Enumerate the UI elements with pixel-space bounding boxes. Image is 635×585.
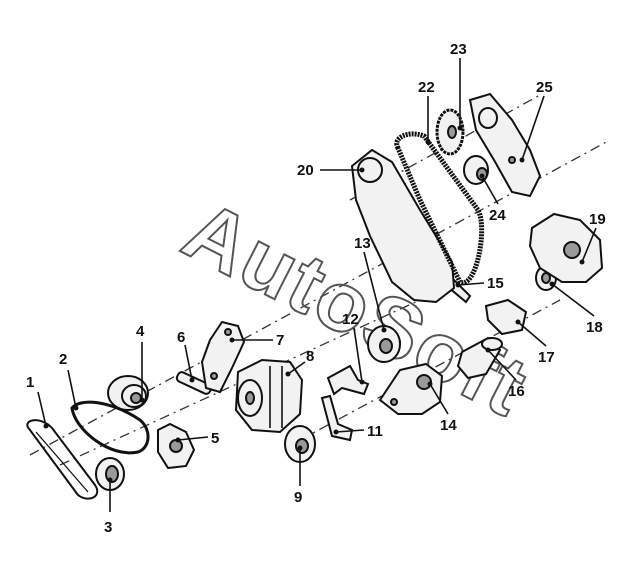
part-2-ribbed-belt [70,400,150,455]
part-22-timing-belt [394,131,485,286]
callout-3: 3 [104,519,112,536]
part-17-housing [484,298,528,336]
part-12-bracket [326,364,370,396]
part-1-belt [26,419,99,500]
part-6-link [175,371,213,395]
callout-2: 2 [59,351,67,368]
callout-5: 5 [211,430,219,447]
part-14-water-pump [378,362,444,415]
part-23-cam-sprocket [435,108,465,156]
part-13-idler [367,325,401,363]
callout-4: 4 [136,323,145,340]
callout-6: 6 [177,329,185,346]
callout-20: 20 [297,162,314,179]
part-20-timing-cover [350,148,456,304]
callout-16: 16 [508,383,525,400]
callout-8: 8 [306,348,314,365]
callout-17: 17 [538,349,555,366]
part-19-oil-pump [528,212,604,283]
callout-12: 12 [342,311,359,328]
callout-7: 7 [276,332,284,349]
part-11-hose [320,394,354,442]
callout-15: 15 [487,275,504,292]
part-8-alternator [234,358,304,434]
callout-25: 25 [536,79,553,96]
leader-lines [37,58,597,512]
callout-9: 9 [294,489,302,506]
callout-23: 23 [450,41,467,58]
callout-14: 14 [440,417,457,434]
callout-11: 11 [367,423,383,440]
callout-labels: 1 2 3 4 5 6 7 8 9 11 12 13 14 15 16 17 1… [26,41,606,536]
callout-19: 19 [589,211,606,228]
part-25-rear-cover [468,92,542,198]
callout-18: 18 [586,319,603,336]
callout-22: 22 [418,79,435,96]
callout-1: 1 [26,374,34,391]
callout-24: 24 [489,207,506,224]
callout-13: 13 [354,235,371,252]
part-4-pulley [107,375,149,411]
part-5-tensioner [157,422,196,470]
